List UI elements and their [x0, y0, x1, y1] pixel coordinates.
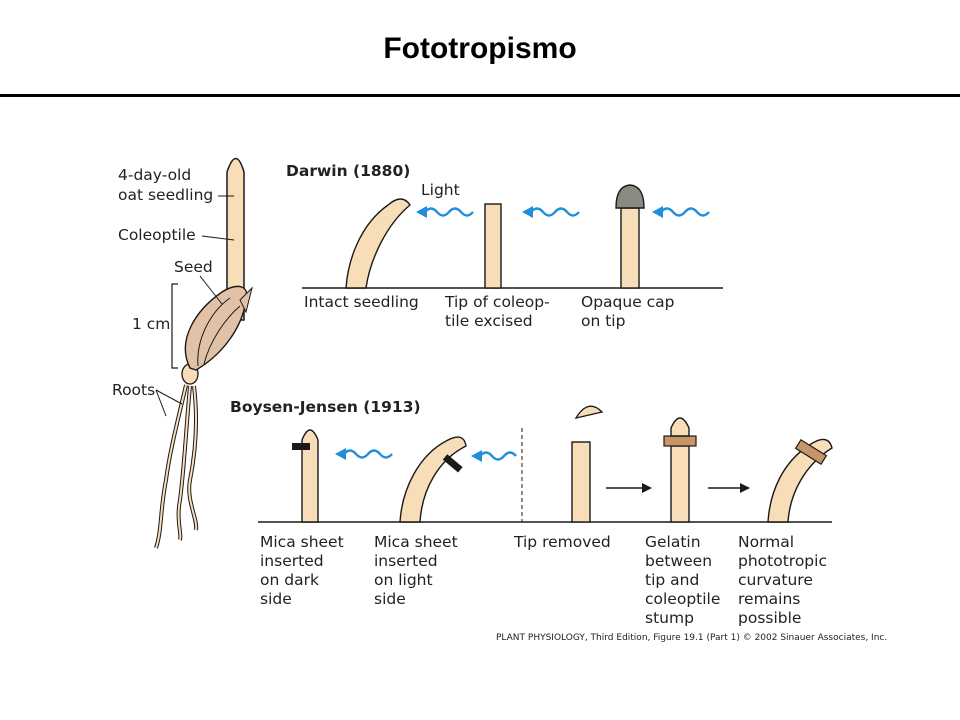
gelatin-block — [663, 435, 697, 447]
darwin-case-2-label-line2: tile excised — [445, 312, 533, 330]
seed-label-leader — [199, 275, 223, 305]
bj-case-5-line-2: phototropic — [738, 552, 827, 570]
seed-shape — [184, 285, 248, 371]
bj-case-5-line-1: Normal — [738, 533, 795, 551]
bj-case-3-line-1: Tip removed — [514, 533, 611, 551]
arrow-right-icon — [708, 483, 750, 493]
root — [177, 385, 191, 541]
excised-coleoptile — [484, 203, 502, 289]
oat-seedling-illustration — [154, 157, 253, 549]
light-wave-icon — [335, 448, 393, 460]
bj-case-2-line-4: side — [374, 590, 406, 608]
scale-label: 1 cm — [132, 315, 171, 333]
root — [188, 385, 198, 531]
mica-light-coleoptile — [399, 436, 467, 523]
removed-tip — [574, 405, 604, 420]
coleoptile-shape — [226, 157, 245, 321]
bj-case-4-line-3: tip and — [645, 571, 700, 589]
root — [155, 384, 187, 549]
seed-husk-fold — [203, 305, 241, 365]
darwin-case-1-label: Intact seedling — [304, 293, 419, 311]
darwin-case-3-label-line1: Opaque cap — [581, 293, 675, 311]
figure-credit: PLANT PHYSIOLOGY, Third Edition, Figure … — [496, 633, 888, 643]
title-divider — [0, 94, 960, 97]
darwin-case-2-label-line1: Tip of coleop- — [445, 293, 550, 311]
mica-sheet-light — [442, 454, 463, 473]
curved-gelatin-block — [794, 438, 828, 466]
light-wave-icon — [471, 450, 517, 462]
gelatin-tip — [670, 417, 690, 437]
curved-gelatin-coleoptile — [767, 438, 833, 523]
mica-sheet-dark — [292, 443, 310, 450]
bj-case-5-line-5: possible — [738, 609, 802, 627]
bj-case-2-line-1: Mica sheet — [374, 533, 458, 551]
bj-case-4-line-2: between — [645, 552, 713, 570]
boysen-jensen-heading: Boysen-Jensen (1913) — [230, 398, 421, 416]
darwin-case-3-label-line2: on tip — [581, 312, 626, 330]
tip-removed-stump — [571, 441, 591, 523]
bj-case-1-line-4: side — [260, 590, 292, 608]
arrow-right-icon — [606, 483, 652, 493]
seedling-age-label-line1: 4-day-old — [118, 166, 192, 184]
roots-label-leader — [155, 389, 167, 417]
bj-case-1-line-1: Mica sheet — [260, 533, 344, 551]
light-wave-icon — [652, 206, 710, 218]
light-wave-icon — [522, 206, 580, 218]
coleoptile-label-leader — [201, 235, 235, 241]
darwin-heading: Darwin (1880) — [286, 162, 411, 180]
darwin-experiment — [302, 184, 723, 289]
bj-case-2-line-3: on light — [374, 571, 433, 589]
seedling-age-label-line2: oat seedling — [118, 186, 214, 204]
scale-bracket — [171, 283, 178, 369]
roots-label: Roots — [112, 381, 156, 399]
bj-case-5-line-4: remains — [738, 590, 801, 608]
intact-coleoptile — [345, 198, 411, 289]
gelatin-stump — [670, 445, 690, 523]
light-wave-icon — [416, 206, 474, 218]
capped-coleoptile — [620, 207, 640, 289]
bj-case-2-line-2: inserted — [374, 552, 438, 570]
bj-case-5-line-3: curvature — [738, 571, 813, 589]
bj-case-1-line-2: inserted — [260, 552, 324, 570]
opaque-cap — [615, 184, 645, 209]
roots-label-leader — [155, 389, 183, 405]
light-label: Light — [421, 181, 460, 199]
bj-case-4-line-1: Gelatin — [645, 533, 701, 551]
seed-husk-fold — [197, 297, 231, 367]
bj-case-4-line-5: stump — [645, 609, 694, 627]
seed-label: Seed — [174, 258, 213, 276]
slide-title: Fototropismo — [383, 32, 577, 65]
seed-husk-tip — [239, 286, 253, 314]
bj-case-1-line-3: on dark — [260, 571, 319, 589]
bj-case-4-line-4: coleoptile — [645, 590, 721, 608]
coleoptile-label: Coleoptile — [118, 226, 196, 244]
mica-dark-coleoptile — [301, 429, 319, 523]
boysen-jensen-experiment — [258, 405, 833, 523]
